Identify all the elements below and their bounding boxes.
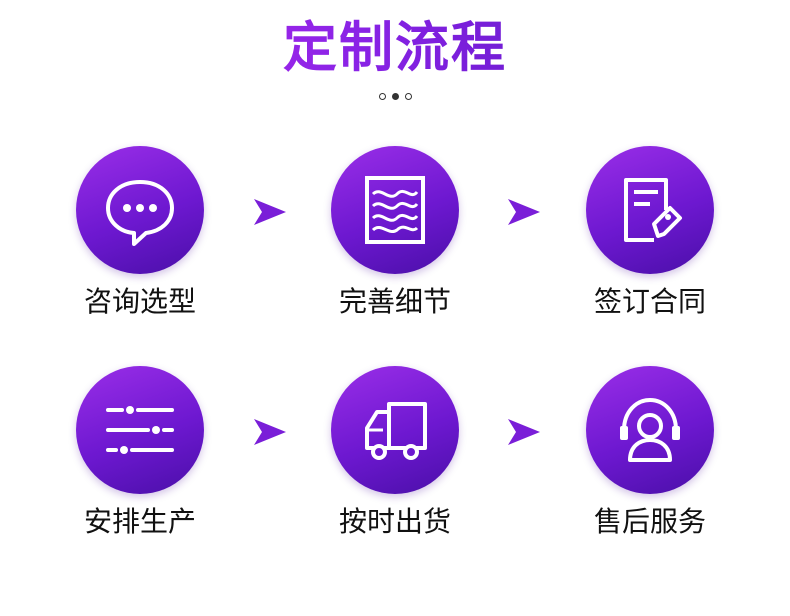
arrow-right-icon — [508, 199, 540, 225]
step-circle — [331, 146, 459, 274]
step-label: 签订合同 — [593, 285, 706, 318]
pager-dot[interactable] — [378, 93, 386, 100]
truck-icon — [365, 402, 427, 460]
step-label: 安排生产 — [83, 505, 196, 538]
step-label: 售后服务 — [593, 505, 706, 538]
arrow-right-icon — [254, 419, 286, 445]
step-label: 按时出货 — [338, 505, 451, 538]
arrow-right-icon — [254, 199, 286, 225]
page-title: 定制流程 — [0, 12, 790, 84]
step-label: 咨询选型 — [83, 285, 196, 318]
arrow-right-icon — [508, 419, 540, 445]
contract-icon — [624, 178, 682, 242]
sliders-icon — [106, 406, 174, 454]
pager-dots — [0, 91, 790, 103]
pager-dot-active[interactable] — [391, 93, 399, 100]
step-circle — [76, 146, 204, 274]
chat-bubble-icon — [106, 180, 174, 246]
step-label: 完善细节 — [338, 285, 451, 318]
step-circle — [586, 146, 714, 274]
step-circle — [586, 366, 714, 494]
step-circle — [331, 366, 459, 494]
pager-dot[interactable] — [404, 93, 412, 100]
headset-icon — [620, 397, 680, 462]
step-circle — [76, 366, 204, 494]
waves-icon — [365, 176, 425, 244]
